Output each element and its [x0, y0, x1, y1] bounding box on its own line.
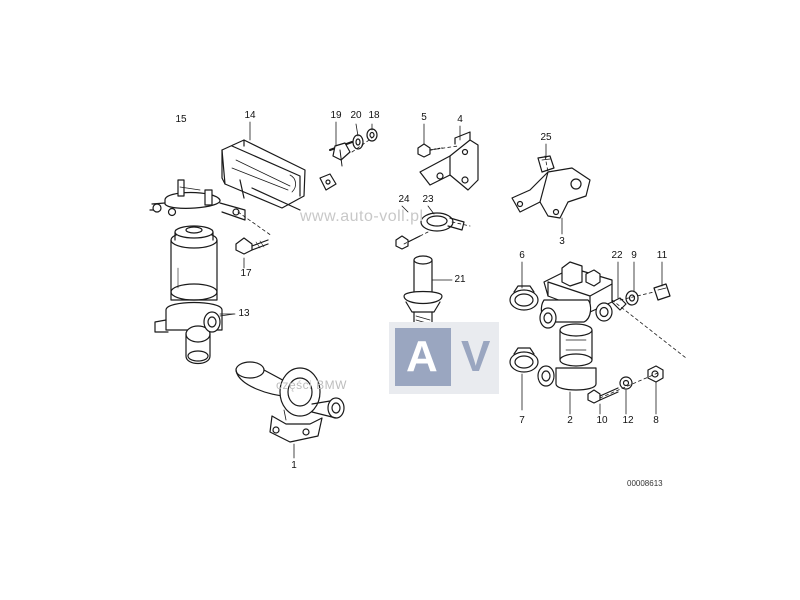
callout-leader-lines	[219, 121, 663, 459]
part-4-bracket	[419, 131, 479, 191]
callout-21: 21	[454, 274, 466, 285]
part-23-hose-clamp	[420, 212, 465, 232]
assembly-guide-lines	[237, 137, 687, 399]
part-13-pump-clamp	[149, 179, 246, 221]
part-clip-small	[319, 173, 337, 191]
callout-2: 2	[567, 415, 573, 426]
callout-22: 22	[611, 250, 623, 261]
part-18-nut	[366, 128, 378, 142]
part-25-clip	[537, 155, 555, 173]
part-13-water-pump	[154, 225, 236, 365]
callout-13: 13	[238, 308, 250, 319]
watermark-letter-v: V	[461, 332, 491, 381]
callout-17: 17	[240, 268, 252, 279]
watermark-small-text: części BMW	[276, 378, 347, 392]
callout-7: 7	[519, 415, 525, 426]
callout-14: 14	[244, 110, 256, 121]
callout-12: 12	[622, 415, 634, 426]
part-22-screw	[611, 297, 627, 311]
callout-20: 20	[350, 110, 362, 121]
callout-10: 10	[596, 415, 608, 426]
part-1-aux-pump	[235, 361, 345, 443]
callout-8: 8	[653, 415, 659, 426]
callout-18: 18	[368, 110, 380, 121]
watermark-url: www.auto-voll.pl	[300, 208, 424, 225]
callout-19: 19	[330, 110, 342, 121]
watermark-logo: A V	[389, 322, 499, 394]
part-12-washer	[619, 376, 633, 390]
part-9-nut	[625, 290, 639, 306]
callout-9: 9	[631, 250, 637, 261]
part-5-screw	[417, 143, 443, 158]
callout-15: 15	[175, 114, 187, 125]
callout-4: 4	[457, 114, 463, 125]
part-3-bracket	[511, 167, 591, 219]
part-19-stud	[329, 141, 353, 167]
part-7-hose-clamp	[509, 347, 539, 373]
part-2-water-valve	[537, 261, 613, 391]
callout-3: 3	[559, 236, 565, 247]
callout-11: 11	[656, 250, 668, 261]
callout-24: 24	[398, 194, 410, 205]
callout-6: 6	[519, 250, 525, 261]
callout-1: 1	[291, 460, 297, 471]
part-14-bracket-shield	[221, 139, 306, 211]
part-10-bolt	[587, 387, 619, 404]
callout-25: 25	[540, 132, 552, 143]
watermark-logo-box	[395, 328, 451, 386]
callout-5: 5	[421, 112, 427, 123]
part-6-hose-clamp	[509, 285, 539, 311]
watermark-letter-a: A	[406, 332, 438, 381]
diagram-reference-number: 00008613	[627, 479, 663, 488]
part-20-washer	[352, 134, 364, 150]
part-17-bolt	[235, 237, 269, 255]
callout-23: 23	[422, 194, 434, 205]
